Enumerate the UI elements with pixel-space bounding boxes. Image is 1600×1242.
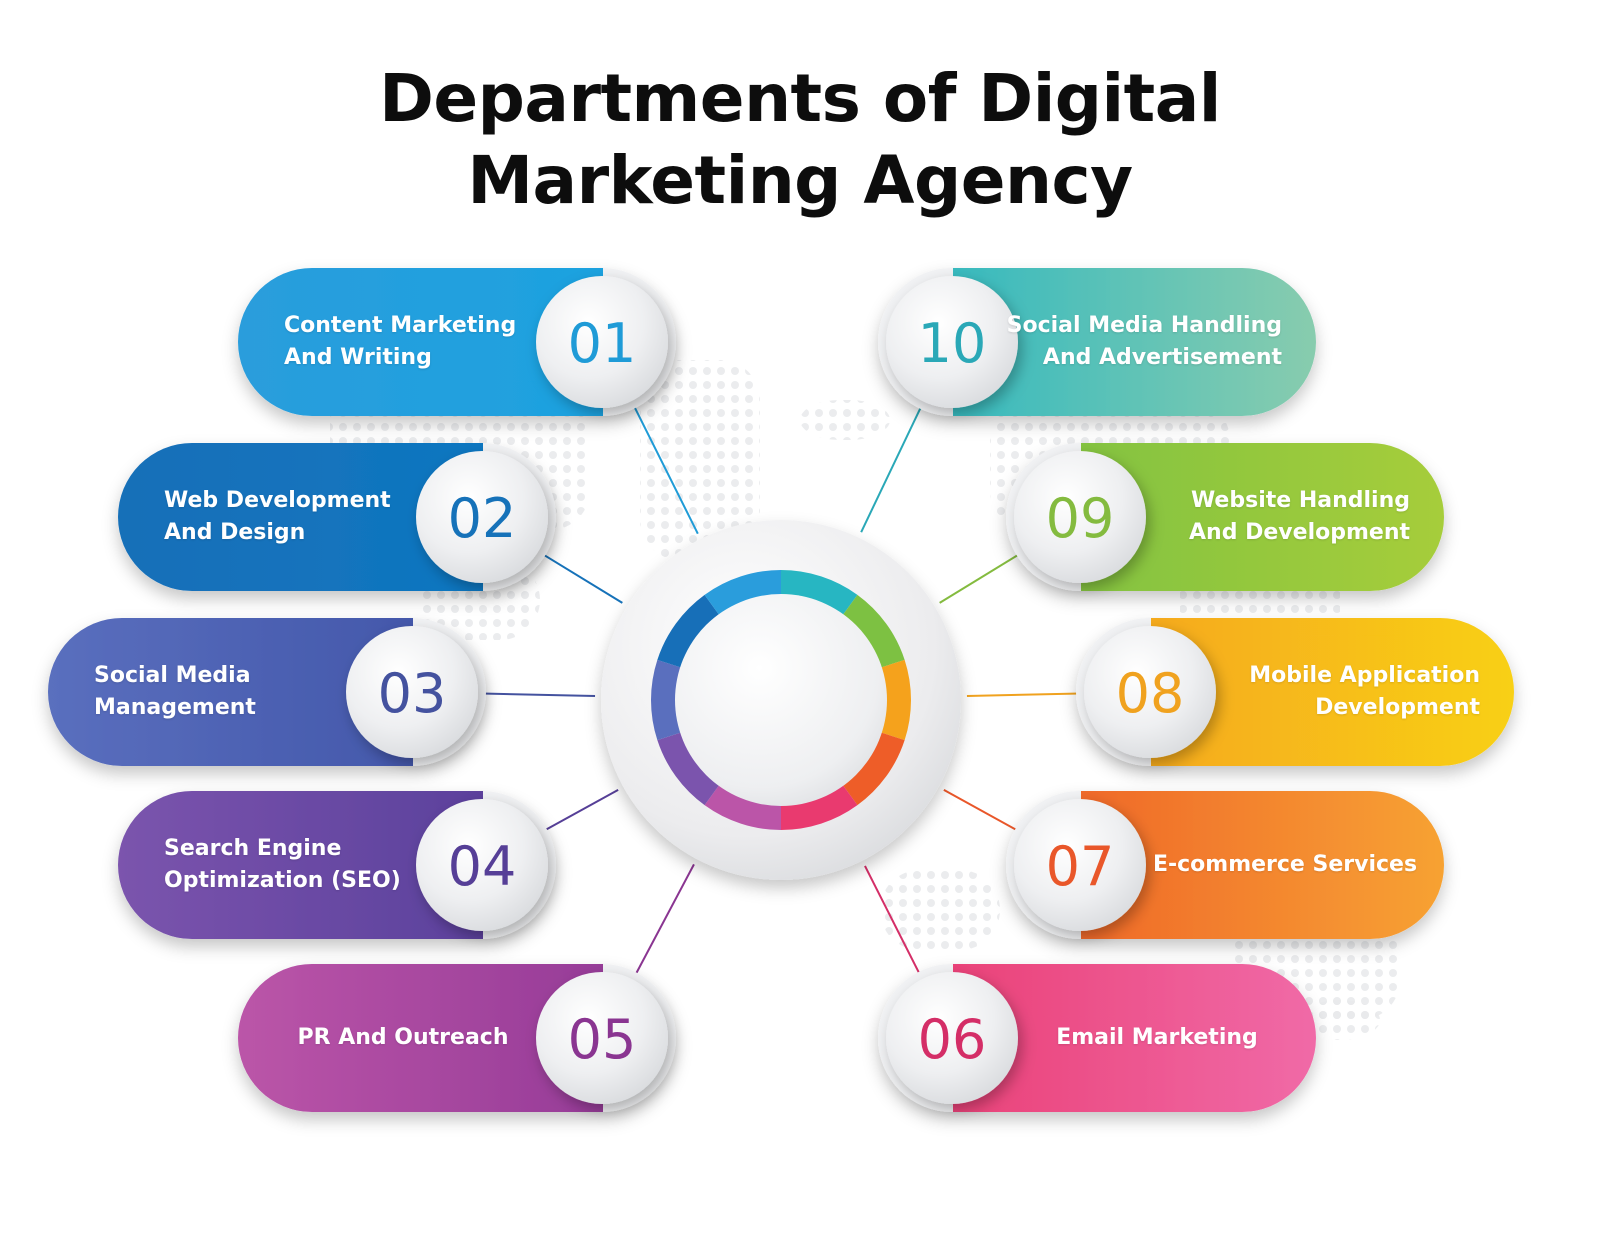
label-line: Social Media [94,663,251,688]
label-line: Content Marketing [284,313,517,338]
hub-ring-segment-10 [781,570,858,616]
number-knob-06 [886,972,1018,1104]
label-line: Social Media Handling [1006,313,1282,338]
hub-ring-segment-03 [651,659,683,741]
hub-ring-segment-08 [879,659,911,741]
number-knob-10 [886,276,1018,408]
label-line: Mobile Application [1249,663,1480,688]
label-line: Development [1315,695,1480,720]
connector-line-09 [939,552,1021,604]
page-title: Departments of Digital Marketing Agency [0,58,1600,222]
number-knob-03 [346,626,478,758]
connector-line-02 [541,552,623,604]
department-label-06: Email Marketing [1032,988,1282,1088]
department-number-06: 06 [918,1008,987,1071]
connector-line-05 [633,863,695,977]
title-line-2: Marketing Agency [467,142,1133,219]
connector-line-01 [632,404,699,535]
pill-color-band [238,268,603,416]
label-line: E-commerce Services [1152,852,1418,877]
connector-line-07 [943,788,1020,833]
hub-ring-segment-05 [704,784,781,830]
hub-ring-segment-04 [657,732,720,806]
department-number-02: 02 [448,487,517,550]
label-line: And Development [1189,520,1410,545]
label-line: Email Marketing [1056,1025,1258,1050]
department-number-07: 07 [1046,835,1115,898]
hub-ring-segment-02 [657,594,720,668]
department-number-05: 05 [568,1008,637,1071]
pill-color-band [953,268,1316,416]
hub-ring-segment-01 [704,570,781,616]
label-line: And Writing [284,345,432,370]
number-knob-05 [536,972,668,1104]
hub-ring-segment-06 [781,784,858,830]
hub-core [675,594,887,806]
label-line: Optimization (SEO) [164,868,401,893]
label-line: And Design [164,520,306,545]
label-line: Search Engine [164,836,342,861]
pill-color-band [238,964,603,1112]
pill-color-band [118,791,483,939]
department-label-05: PR And Outreach [284,988,522,1088]
label-line: Website Handling [1190,488,1410,513]
department-number-10: 10 [918,312,987,375]
number-knob-08 [1084,626,1216,758]
connector-line-03 [481,692,596,697]
number-knob-04 [416,799,548,931]
map-dot-cluster [800,400,890,440]
hub-ring-segment-09 [842,594,905,668]
pill-color-band [1081,791,1444,939]
department-number-08: 08 [1116,662,1185,725]
title-line-1: Departments of Digital [379,60,1221,137]
connector-line-10 [860,404,923,533]
number-knob-09 [1014,451,1146,583]
map-dot-cluster [1300,1000,1380,1040]
label-line: PR And Outreach [297,1025,509,1050]
center-hub [601,520,961,880]
pill-color-band [48,618,413,766]
hub-ring-segment-07 [842,732,905,806]
department-number-01: 01 [568,312,637,375]
connector-line-08 [966,692,1081,697]
label-line: And Advertisement [1042,345,1282,370]
label-line: Web Development [164,488,391,513]
pill-color-band [1151,618,1514,766]
department-number-09: 09 [1046,487,1115,550]
number-knob-01 [536,276,668,408]
department-number-03: 03 [378,662,447,725]
label-line: Management [94,695,256,720]
number-knob-07 [1014,799,1146,931]
pill-color-band [953,964,1316,1112]
connector-line-04 [542,788,619,833]
number-knob-02 [416,451,548,583]
map-dot-cluster [880,870,1000,950]
pill-color-band [1081,443,1444,591]
department-label-07: E-commerce Services [1153,815,1417,915]
connector-line-06 [864,865,922,976]
connector-lines [481,404,1081,977]
pill-color-band [118,443,483,591]
department-number-04: 04 [448,835,517,898]
department-pills: 01 02 03 04 05 06 07 08 09 10 [48,268,1514,1112]
map-dot-cluster [640,360,760,560]
